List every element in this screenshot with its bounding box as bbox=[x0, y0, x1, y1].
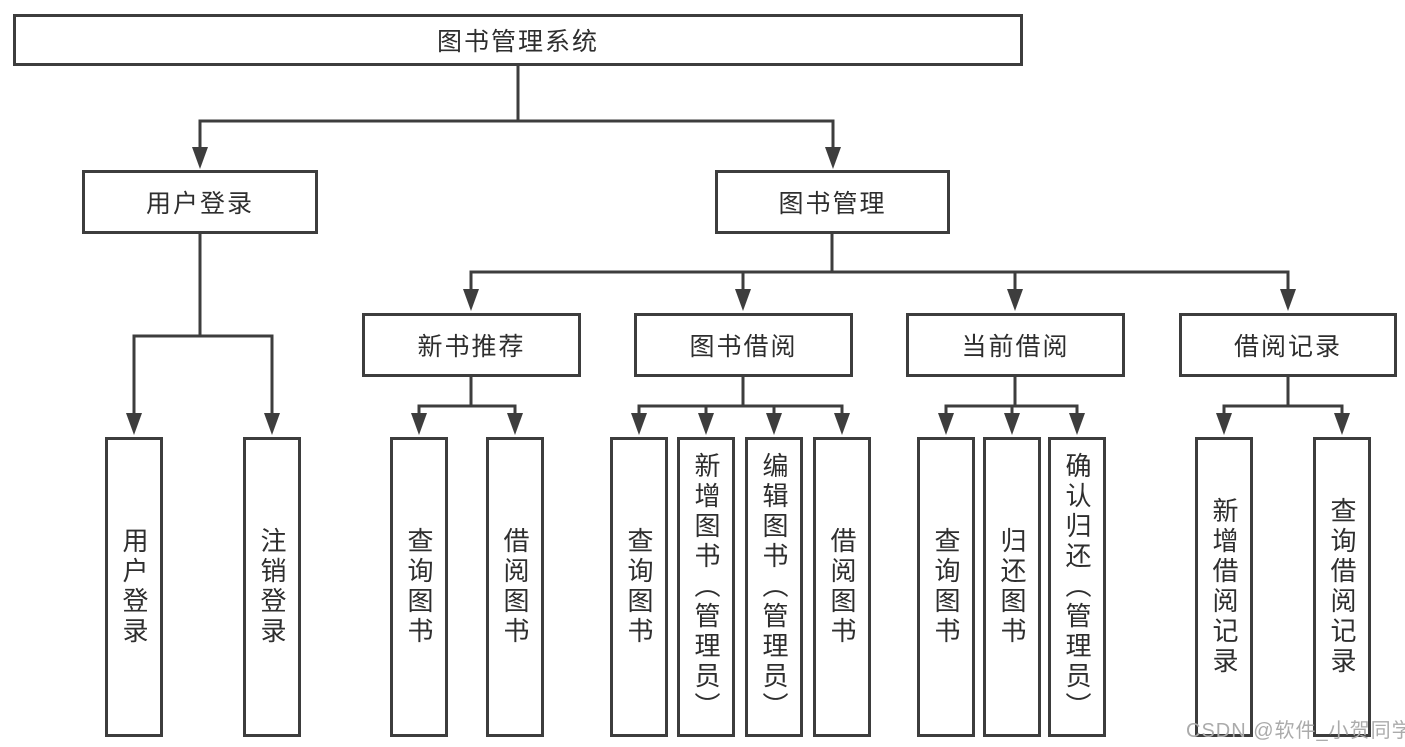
arrow-down-icon bbox=[1334, 413, 1350, 435]
leaf-return-books: 归还图书 bbox=[983, 437, 1041, 737]
leaf-logout: 注销登录 bbox=[243, 437, 301, 737]
arrow-down-icon bbox=[1004, 413, 1020, 435]
connector-line bbox=[132, 234, 274, 418]
connector-line bbox=[469, 234, 1290, 295]
leaf-borrow-books: 借阅图书 bbox=[813, 437, 871, 737]
leaf-query-books-borrow: 查询图书 bbox=[610, 437, 668, 737]
arrow-down-icon bbox=[766, 413, 782, 435]
arrow-down-icon bbox=[938, 413, 954, 435]
node-book-borrowing: 图书借阅 bbox=[634, 313, 853, 377]
connector-line bbox=[1222, 377, 1344, 418]
leaf-confirm-return-admin: 确认归还（管理员） bbox=[1048, 437, 1106, 737]
leaf-query-borrow-record: 查询借阅记录 bbox=[1313, 437, 1371, 737]
leaf-user-login: 用户登录 bbox=[105, 437, 163, 737]
arrow-down-icon bbox=[735, 289, 751, 311]
connector-line bbox=[944, 377, 1079, 418]
arrow-down-icon bbox=[631, 413, 647, 435]
connector-root-to-level2 bbox=[198, 66, 835, 152]
node-library-management-system: 图书管理系统 bbox=[13, 14, 1023, 66]
arrow-down-icon bbox=[411, 413, 427, 435]
node-book-management: 图书管理 bbox=[715, 170, 950, 234]
arrow-down-icon bbox=[1007, 289, 1023, 311]
arrow-down-icon bbox=[698, 413, 714, 435]
arrow-down-icon bbox=[1280, 289, 1296, 311]
leaf-add-borrow-record: 新增借阅记录 bbox=[1195, 437, 1253, 737]
connector-newbook-to-leaves bbox=[417, 377, 517, 418]
arrow-down-icon bbox=[507, 413, 523, 435]
arrow-down-icon bbox=[1216, 413, 1232, 435]
node-new-book-recommendation: 新书推荐 bbox=[362, 313, 581, 377]
connector-borrow-to-leaves bbox=[637, 377, 844, 418]
arrow-down-icon bbox=[264, 413, 280, 435]
arrow-down-icon bbox=[834, 413, 850, 435]
connector-line bbox=[637, 377, 844, 418]
arrow-down-icon bbox=[126, 413, 142, 435]
csdn-watermark: CSDN @软件_小贺同学 bbox=[1186, 720, 1405, 742]
node-user-login: 用户登录 bbox=[82, 170, 318, 234]
leaf-add-book-admin: 新增图书（管理员） bbox=[677, 437, 735, 737]
arrow-down-icon bbox=[463, 289, 479, 311]
leaf-borrow-books-recommend: 借阅图书 bbox=[486, 437, 544, 737]
leaf-query-books-current: 查询图书 bbox=[917, 437, 975, 737]
leaf-edit-book-admin: 编辑图书（管理员） bbox=[745, 437, 803, 737]
connector-userlogin-to-leaves bbox=[132, 234, 274, 418]
connector-line bbox=[417, 377, 517, 418]
connector-records-to-leaves bbox=[1222, 377, 1344, 418]
node-current-borrowing: 当前借阅 bbox=[906, 313, 1125, 377]
arrow-down-icon bbox=[192, 147, 208, 169]
arrow-down-icon bbox=[825, 147, 841, 169]
connector-bookmgmt-to-level3 bbox=[469, 234, 1290, 295]
connector-line bbox=[198, 66, 835, 152]
connector-current-to-leaves bbox=[944, 377, 1079, 418]
arrow-down-icon bbox=[1069, 413, 1085, 435]
leaf-query-books-recommend: 查询图书 bbox=[390, 437, 448, 737]
node-borrowing-records: 借阅记录 bbox=[1179, 313, 1397, 377]
